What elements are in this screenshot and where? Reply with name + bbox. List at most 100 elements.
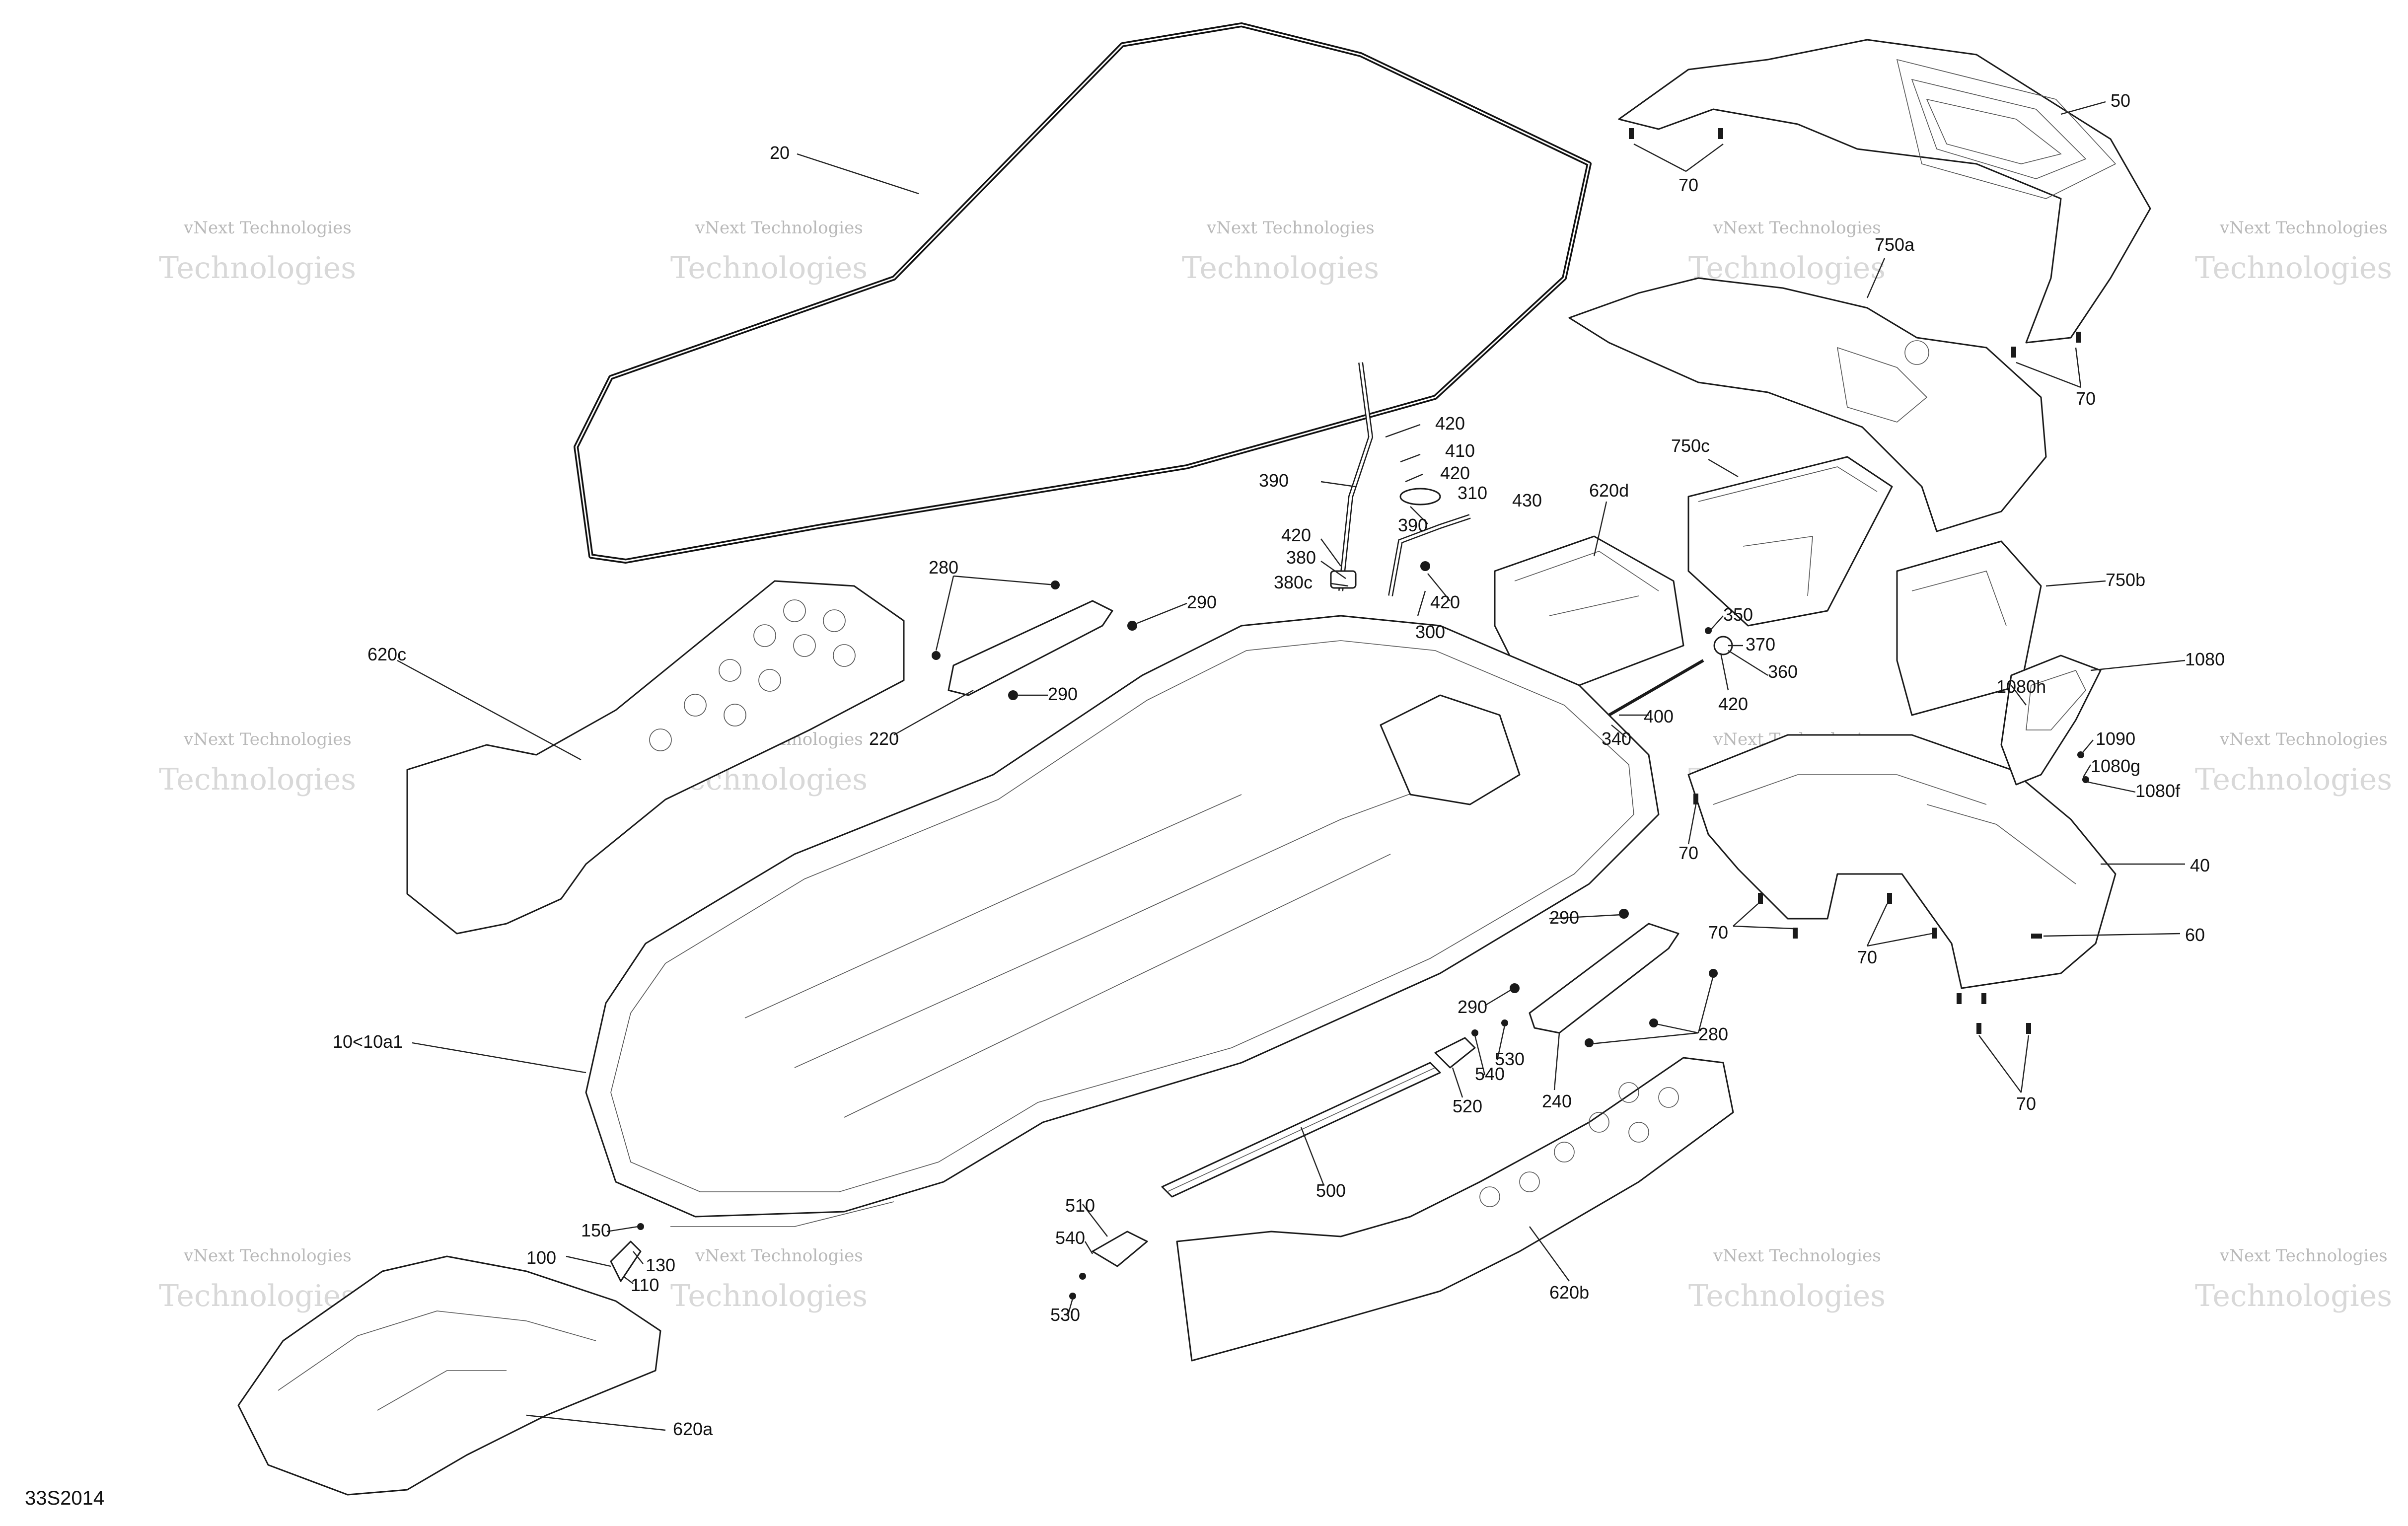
screw-icon — [1932, 928, 1937, 939]
callout-label-280: 280 — [929, 557, 958, 578]
watermark: vNext Technologies Technologies — [670, 1246, 868, 1313]
foam-holes — [649, 599, 856, 751]
callout-label-400: 400 — [1644, 706, 1674, 727]
screw-icon — [1981, 993, 1986, 1004]
callout-label-340: 340 — [1602, 728, 1631, 749]
watermark-text: vNext Technologies — [695, 1246, 863, 1266]
part-foam-620b — [1176, 1057, 1734, 1362]
callout-label-390: 390 — [1398, 515, 1428, 535]
callout-label-350: 350 — [1723, 604, 1753, 625]
callout-label-420: 420 — [1430, 592, 1460, 612]
watermark: vNext Technologies Technologies — [1688, 1246, 1886, 1313]
screw-icon — [1957, 993, 1962, 1004]
watermark-text: Technologies — [1688, 251, 1886, 286]
callout-label-290: 290 — [1048, 684, 1078, 704]
screw-icon — [2011, 347, 2016, 358]
watermark-text: Technologies — [159, 1279, 356, 1313]
part-handle-50 — [1618, 39, 2151, 344]
watermark-text: Technologies — [159, 251, 356, 286]
watermark-text: vNext Technologies — [2219, 1246, 2388, 1266]
screw-icon — [1079, 1273, 1086, 1280]
part-foam-620a — [237, 1255, 661, 1496]
watermark-text: vNext Technologies — [183, 1246, 352, 1266]
part-rear-frame-40 — [1687, 734, 2116, 989]
callout-label-1080g: 1080g — [2091, 756, 2140, 776]
watermark-text: Technologies — [2195, 251, 2392, 286]
nut-icon — [1510, 983, 1520, 993]
callout-label-290: 290 — [1549, 907, 1579, 928]
diagram-code: 33S2014 — [25, 1487, 104, 1509]
screw-icon — [1693, 794, 1698, 804]
screw-icon — [1069, 1293, 1076, 1300]
callout-label-300: 300 — [1415, 622, 1445, 642]
watermark: vNext Technologies Technologies — [159, 1246, 356, 1313]
part-bracket-520 — [1434, 1037, 1476, 1069]
screw-icon — [1718, 128, 1723, 139]
callout-label-1080f: 1080f — [2135, 781, 2181, 801]
callout-label-70: 70 — [1678, 175, 1698, 195]
screw-icon — [1705, 627, 1712, 634]
screw-icon — [1758, 893, 1763, 904]
callout-label-540: 540 — [1475, 1064, 1505, 1084]
callout-label-750c: 750c — [1671, 436, 1710, 456]
watermark-text: Technologies — [159, 762, 356, 797]
callout-label-290: 290 — [1458, 997, 1487, 1017]
part-hull-10 — [585, 615, 1660, 1227]
screw-icon — [1887, 893, 1892, 904]
callout-label-370: 370 — [1746, 634, 1775, 654]
watermark-text: Technologies — [1688, 1279, 1886, 1313]
part-rod-400 — [1608, 659, 1704, 717]
part-deck-cover-750a — [1568, 277, 2047, 532]
callout-label-420: 420 — [1718, 694, 1748, 714]
part-step-1080 — [2000, 654, 2102, 786]
callout-label-430: 430 — [1512, 490, 1542, 510]
callout-label-620b: 620b — [1549, 1282, 1589, 1303]
callout-label-310: 310 — [1458, 483, 1487, 503]
part-fitting-310 — [1399, 488, 1441, 506]
callout-labels: 20 50 70 750a 70 420 410 420 310 430 390… — [333, 90, 2225, 1439]
part-bracket-510 — [1092, 1231, 1148, 1267]
part-plate-220 — [948, 600, 1113, 696]
callout-label-100: 100 — [526, 1247, 556, 1268]
fasteners — [637, 128, 2089, 1300]
screw-icon — [1629, 128, 1634, 139]
callout-label-130: 130 — [646, 1255, 675, 1275]
screw-icon — [2076, 332, 2081, 343]
screw-icon — [1649, 1018, 1658, 1027]
callout-label-360: 360 — [1768, 661, 1798, 682]
part-hose-390 — [1338, 362, 1471, 596]
callout-label-20: 20 — [770, 143, 790, 163]
callout-label-380: 380 — [1286, 547, 1316, 568]
callout-label-240: 240 — [1542, 1091, 1572, 1111]
watermark-text: vNext Technologies — [183, 218, 352, 238]
callout-label-750b: 750b — [2106, 570, 2145, 590]
nut-icon — [1420, 561, 1430, 571]
screw-icon — [2031, 934, 2042, 939]
watermark-text: vNext Technologies — [1713, 218, 1881, 238]
callout-label-50: 50 — [2111, 90, 2130, 111]
part-rail-500 — [1161, 1062, 1441, 1198]
callout-label-70: 70 — [1708, 922, 1728, 943]
callout-label-620d: 620d — [1589, 480, 1629, 501]
callout-label-70: 70 — [2076, 388, 2096, 409]
watermark-text: Technologies — [670, 251, 868, 286]
callout-label-620a: 620a — [673, 1419, 713, 1439]
watermark-text: Technologies — [2195, 762, 2392, 797]
callout-label-530: 530 — [1050, 1305, 1080, 1325]
callout-label-70: 70 — [1678, 843, 1698, 863]
callout-label-380c: 380c — [1274, 572, 1313, 592]
watermark: vNext Technologies Technologies — [670, 218, 868, 286]
watermark: vNext Technologies Technologies — [159, 729, 356, 797]
callout-label-500: 500 — [1316, 1180, 1346, 1201]
callout-label-620c: 620c — [367, 644, 406, 664]
screw-icon — [1709, 969, 1718, 978]
nut-icon — [1127, 621, 1137, 631]
part-seal-20 — [574, 22, 1592, 564]
callout-label-150: 150 — [581, 1220, 611, 1240]
watermark-text: vNext Technologies — [1713, 1246, 1881, 1266]
callout-label-750a: 750a — [1875, 234, 1915, 255]
screw-icon — [932, 651, 941, 660]
leader-lines — [397, 101, 2186, 1431]
callout-label-40: 40 — [2190, 855, 2210, 875]
screw-icon — [1585, 1038, 1594, 1047]
